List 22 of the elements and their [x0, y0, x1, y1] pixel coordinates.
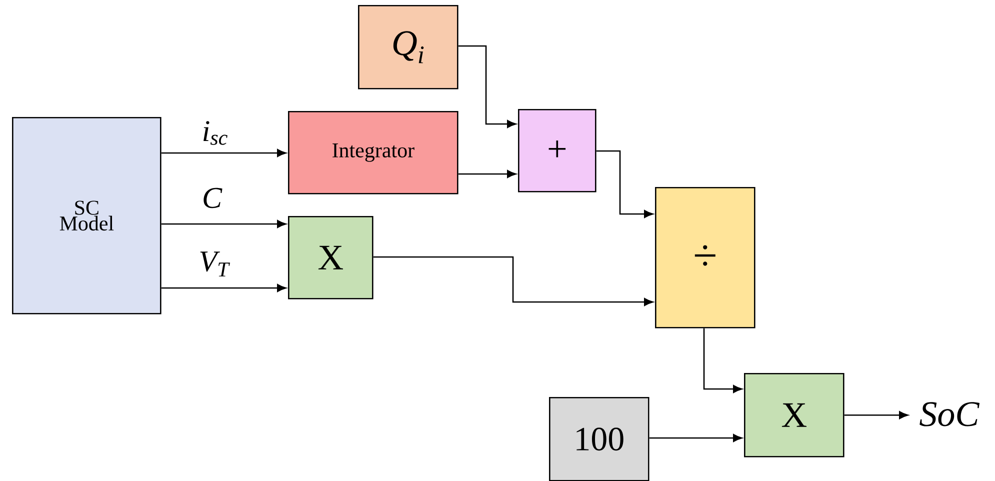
block-box: X	[744, 373, 844, 458]
arrow	[844, 411, 908, 420]
edge-label: i$_{sc}$	[204, 121, 228, 145]
arrow	[458, 170, 516, 178]
arrow	[161, 284, 286, 292]
output-label: SoC	[920, 402, 980, 426]
arrow	[373, 256, 654, 306]
block-box: SC Model	[12, 117, 162, 314]
block-box: Integrator	[288, 111, 458, 194]
block-box: X	[288, 216, 374, 300]
arrow	[161, 220, 286, 228]
arrow	[161, 149, 286, 157]
block-box: +	[518, 109, 596, 192]
block-box: 100	[549, 397, 650, 481]
arrow	[458, 45, 516, 128]
edge-label: C	[204, 188, 222, 208]
edge-label: V$_{T}$	[200, 252, 230, 276]
arrow	[649, 434, 742, 442]
arrow	[703, 328, 742, 393]
arrow	[596, 150, 654, 218]
block-box: Q$_{i}$	[358, 5, 458, 90]
block-box: ÷	[655, 187, 756, 328]
